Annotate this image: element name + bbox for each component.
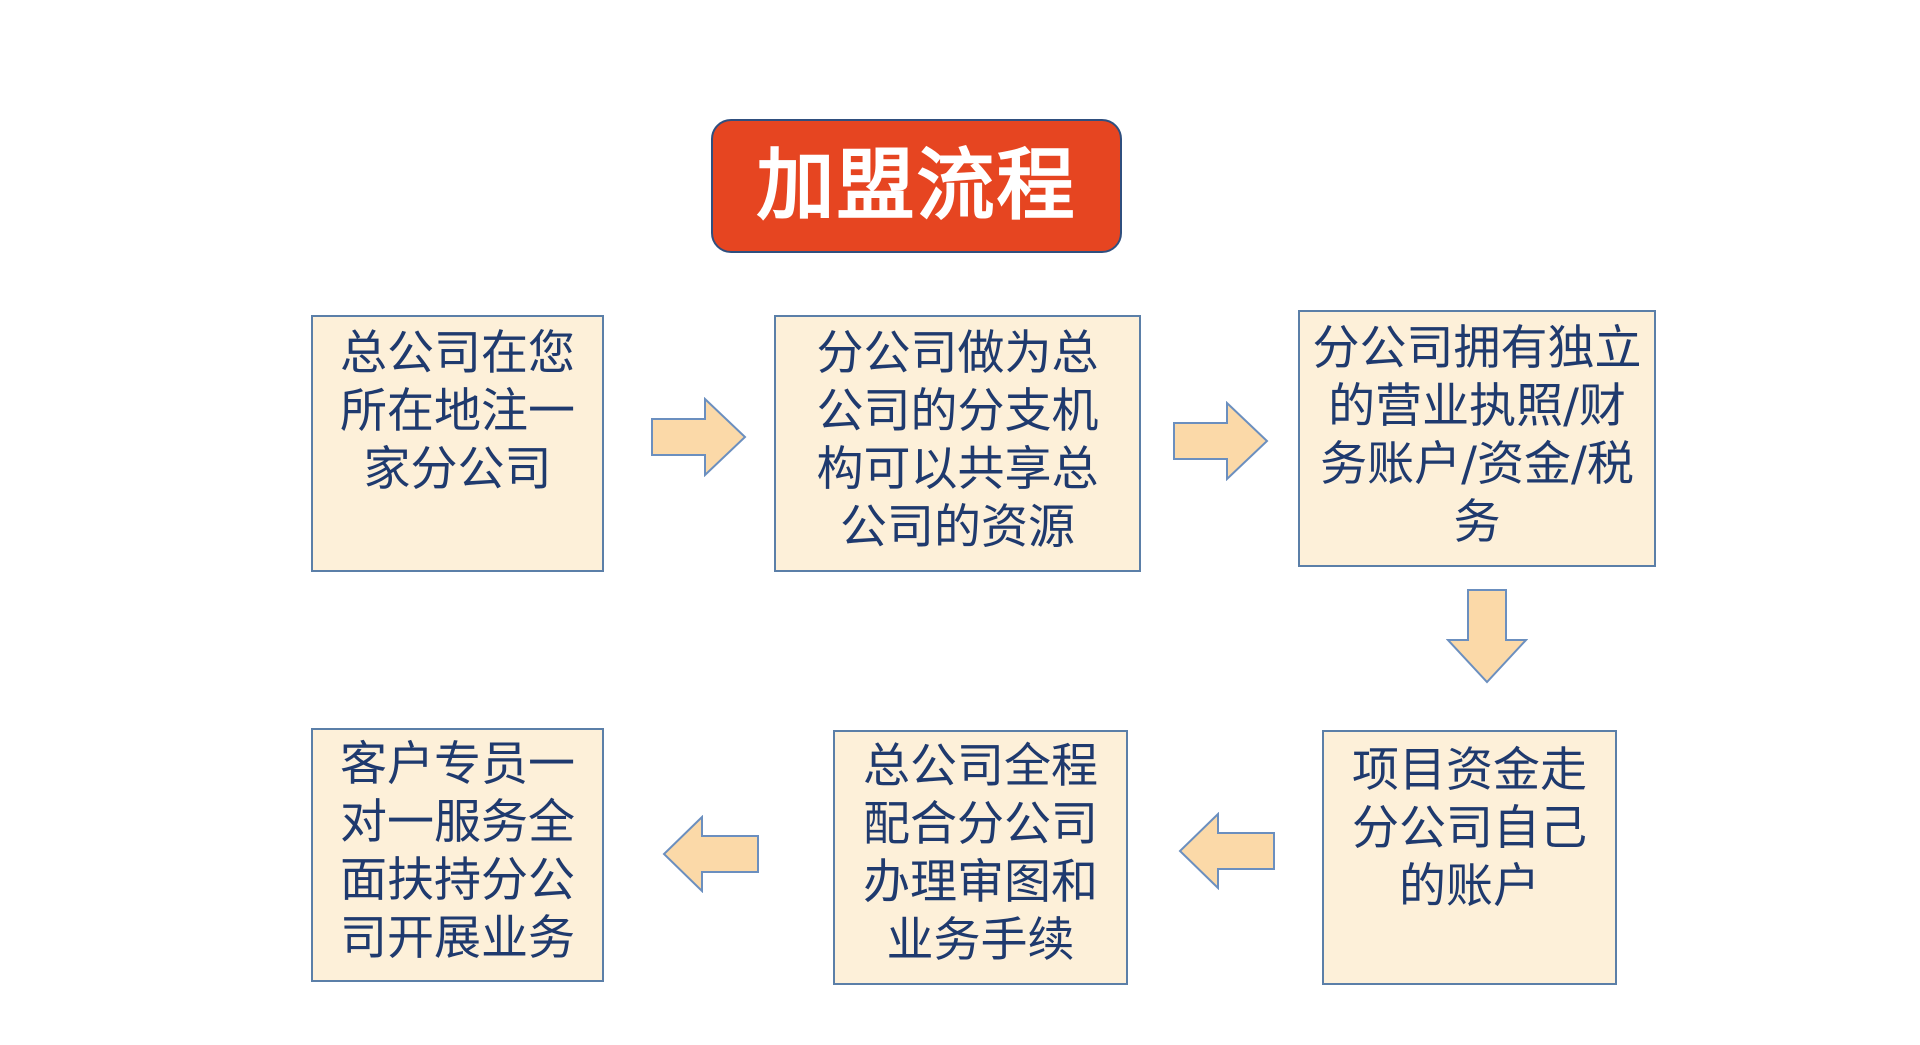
step-box-4: 项目资金走分公司自己的账户	[1322, 730, 1617, 985]
step-box-6: 客户专员一对一服务全面扶持分公司开展业务	[311, 728, 604, 982]
step-text-4: 项目资金走分公司自己的账户	[1352, 743, 1587, 914]
step-text-6: 客户专员一对一服务全面扶持分公司开展业务	[340, 737, 575, 966]
step-text-5: 总公司全程配合分公司办理审图和业务手续	[863, 739, 1098, 968]
arrow-left-2-icon	[662, 815, 760, 893]
title-banner: 加盟流程	[711, 119, 1122, 253]
step-text-2: 分公司做为总公司的分支机构可以共享总公司的资源	[816, 326, 1099, 555]
step-box-5: 总公司全程配合分公司办理审图和业务手续	[833, 730, 1128, 985]
arrow-left-1-icon	[1178, 812, 1276, 890]
step-box-3: 分公司拥有独立的营业执照/财务账户/资金/税务	[1298, 310, 1656, 567]
step-box-1: 总公司在您所在地注一家分公司	[311, 315, 604, 572]
step-box-2: 分公司做为总公司的分支机构可以共享总公司的资源	[774, 315, 1141, 572]
diagram-title: 加盟流程	[756, 141, 1077, 231]
arrow-down-icon	[1446, 588, 1528, 684]
arrow-right-2-icon	[1172, 401, 1269, 481]
step-text-3: 分公司拥有独立的营业执照/财务账户/资金/税务	[1312, 321, 1642, 550]
step-text-1: 总公司在您所在地注一家分公司	[340, 326, 575, 497]
arrow-right-1-icon	[650, 397, 747, 477]
